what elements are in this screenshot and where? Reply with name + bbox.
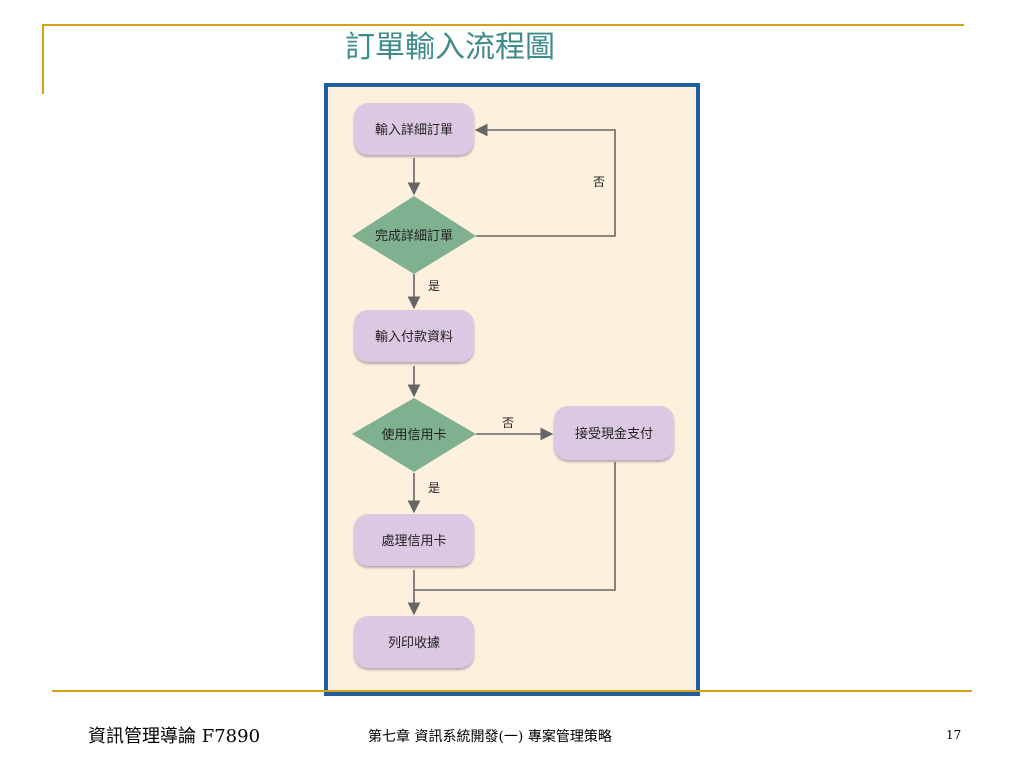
- footer-chapter-title: 第七章 資訊系統開發(一) 專案管理策略: [368, 729, 612, 745]
- left-accent-line: [42, 24, 44, 94]
- node-print-receipt-label: 列印收據: [388, 636, 440, 651]
- node-use-credit-label: 使用信用卡: [381, 427, 446, 443]
- node-order-complete-label: 完成詳細訂單: [375, 228, 453, 244]
- node-process-credit: [354, 514, 474, 566]
- flowchart-panel: [324, 83, 700, 696]
- edge-no-loop: [474, 123, 616, 237]
- node-enter-payment-label: 輸入付款資料: [375, 330, 453, 345]
- edge-label-no-loop: 否: [593, 175, 605, 189]
- edge-cash-to-print: [414, 462, 616, 591]
- top-accent-line: [42, 24, 964, 26]
- node-enter-order-label: 輸入詳細訂單: [375, 122, 453, 138]
- node-accept-cash-label: 接受現金支付: [575, 426, 653, 442]
- node-accept-cash: [554, 406, 674, 460]
- footer-course-title: 資訊管理導論 F7890: [88, 726, 261, 747]
- node-order-complete: [352, 196, 476, 274]
- page-number: 17: [946, 728, 962, 742]
- bottom-accent-line: [52, 690, 972, 692]
- node-print-receipt: [354, 616, 474, 668]
- edge-label-yes-credit: 是: [428, 481, 440, 495]
- node-enter-order: [354, 103, 474, 155]
- edge-label-yes-complete: 是: [428, 279, 440, 293]
- node-enter-payment: [354, 310, 474, 362]
- node-use-credit: [352, 398, 476, 472]
- edge-label-no-credit: 否: [502, 416, 514, 430]
- node-process-credit-label: 處理信用卡: [381, 534, 446, 549]
- slide-title: 訂單輸入流程圖: [345, 30, 555, 65]
